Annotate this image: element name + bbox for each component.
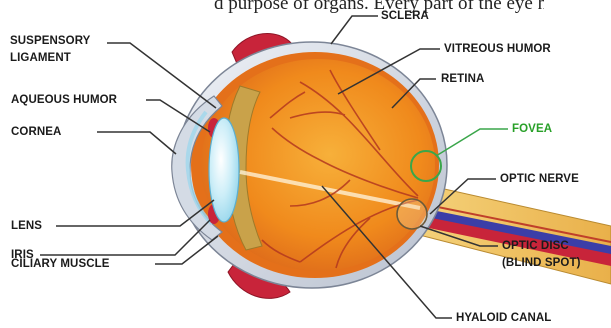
label-sclera: SCLERA: [381, 9, 429, 23]
label-cornea: CORNEA: [11, 125, 61, 139]
label-hyaloid-canal: HYALOID CANAL: [456, 311, 551, 325]
lens-shape: [209, 118, 239, 222]
label-ciliary-muscle: CILIARY MUSCLE: [11, 257, 110, 271]
label-optic-nerve: OPTIC NERVE: [500, 172, 579, 186]
label-retina: RETINA: [441, 72, 484, 86]
label-aqueous-humor: AQUEOUS HUMOR: [11, 93, 117, 107]
label-lens: LENS: [11, 219, 42, 233]
label-optic-disc-line1: OPTIC DISC: [502, 239, 569, 253]
label-optic-disc-line2: (BLIND SPOT): [502, 256, 581, 270]
label-fovea: FOVEA: [512, 122, 552, 136]
label-vitreous-humor: VITREOUS HUMOR: [444, 42, 551, 56]
label-suspensory-ligament-line1: SUSPENSORY: [10, 34, 90, 48]
label-suspensory-ligament-line2: LIGAMENT: [10, 51, 71, 65]
optic-disc-circle: [397, 199, 427, 229]
